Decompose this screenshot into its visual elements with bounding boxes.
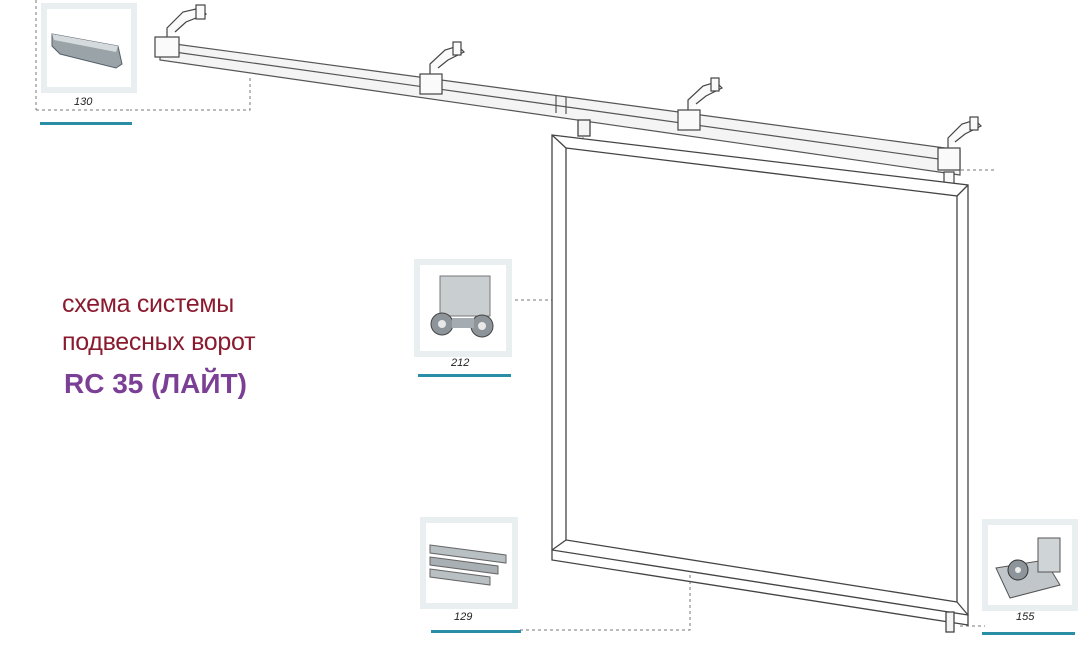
part-underline-129 bbox=[431, 630, 521, 633]
bracket-4 bbox=[937, 116, 983, 185]
bracket-3 bbox=[677, 77, 724, 131]
model-name: RC 35 (ЛАЙТ) bbox=[64, 368, 247, 399]
diagram-title-line-1: схема системы bbox=[62, 290, 234, 318]
gate-profile-icon bbox=[420, 517, 518, 609]
part-underline-155 bbox=[982, 632, 1075, 635]
bracket-1 bbox=[154, 4, 208, 58]
part-number-130: 130 bbox=[74, 96, 93, 108]
part-number-212: 212 bbox=[451, 357, 470, 369]
part-number-155: 155 bbox=[1016, 611, 1035, 623]
bracket-2 bbox=[419, 41, 466, 95]
part-number-129: 129 bbox=[454, 611, 473, 623]
part-underline-130 bbox=[40, 122, 132, 125]
part-underline-212 bbox=[418, 374, 511, 377]
wall-brackets bbox=[154, 4, 983, 185]
diagram-title-line-2: подвесных ворот bbox=[62, 328, 256, 356]
gate-frame bbox=[551, 119, 969, 633]
bottom-guide-roller-icon bbox=[982, 519, 1078, 611]
rail-profile-icon bbox=[41, 3, 137, 93]
roller-carriage-icon bbox=[414, 259, 512, 357]
